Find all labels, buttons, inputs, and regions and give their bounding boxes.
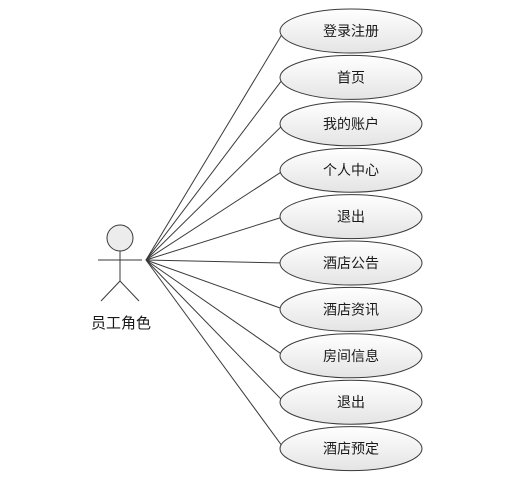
association-line [145, 77, 285, 261]
association-line [145, 123, 285, 261]
use-case-ellipse [279, 147, 423, 193]
use-case-label: 我的账户 [323, 116, 379, 133]
actor-label: 员工角色 [91, 314, 151, 332]
use-case-label: 房间信息 [323, 348, 379, 365]
association-line [145, 259, 285, 403]
use-case: 退出 [279, 194, 423, 240]
use-case-label: 酒店预定 [323, 442, 379, 458]
use-case-label: 登录注册 [323, 24, 379, 40]
use-case: 酒店公告 [279, 240, 423, 286]
association-line [145, 169, 285, 261]
actor-right-leg [119, 280, 140, 302]
association-line [145, 259, 285, 357]
association-lines [145, 30, 285, 449]
use-case-ellipse [279, 101, 423, 147]
actor-head [106, 224, 134, 252]
use-case-ellipse [279, 333, 423, 379]
actor-employee: 员工角色 [91, 224, 151, 332]
use-case-ellipse [279, 426, 423, 472]
use-case-ellipse [279, 379, 423, 425]
use-case-ellipse [279, 8, 423, 54]
use-case: 房间信息 [279, 333, 423, 379]
use-case-ellipse [279, 194, 423, 240]
use-case-ellipse [279, 240, 423, 286]
use-case: 酒店资讯 [279, 286, 423, 332]
use-case: 酒店预定 [279, 426, 423, 472]
use-case-label: 首页 [337, 70, 365, 86]
use-case: 退出 [279, 379, 423, 425]
use-case-label: 个人中心 [323, 163, 379, 179]
association-line [145, 30, 285, 261]
use-case-ellipse [279, 54, 423, 100]
use-case: 登录注册 [279, 8, 423, 54]
association-line [145, 259, 285, 449]
actor-left-leg [100, 280, 121, 302]
use-case-label: 酒店公告 [323, 256, 379, 272]
use-case-label: 退出 [337, 395, 365, 411]
association-line [145, 216, 285, 261]
use-case: 我的账户 [279, 101, 423, 147]
association-line [145, 259, 285, 310]
use-case-ellipse [279, 286, 423, 332]
use-case: 首页 [279, 54, 423, 100]
association-line [145, 259, 285, 264]
use-case-label: 退出 [337, 210, 365, 226]
use-case: 个人中心 [279, 147, 423, 193]
use-case-label: 酒店资讯 [323, 302, 379, 318]
